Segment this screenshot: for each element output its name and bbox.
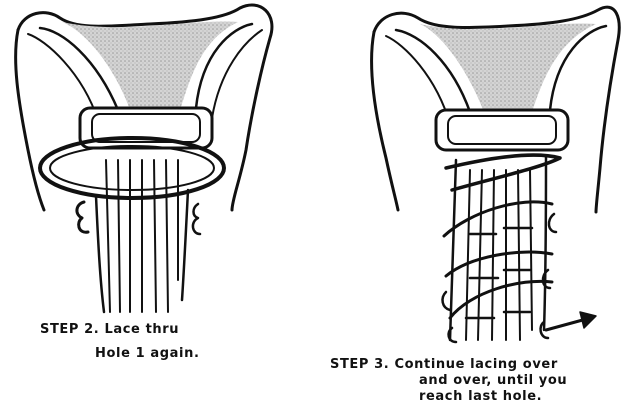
step3-figure	[372, 7, 620, 342]
step3-caption-line3: reach last hole.	[419, 388, 542, 405]
step3-wrap-2	[444, 202, 552, 236]
step2-hole-right	[193, 204, 200, 234]
step3-caption-line1: STEP 3. Continue lacing over	[330, 356, 558, 373]
step3-wrap-3	[446, 252, 552, 276]
step3-ticks	[466, 228, 532, 318]
step2-figure	[16, 5, 272, 312]
step2-caption-line1: STEP 2. Lace thru	[40, 321, 179, 338]
step2-strands	[106, 160, 178, 312]
step3-caption-line2: and over, until you	[419, 372, 567, 389]
step3-wrap-4	[450, 281, 552, 318]
step2-hole-left	[77, 202, 88, 232]
step2-caption-line2: Hole 1 again.	[95, 345, 199, 362]
